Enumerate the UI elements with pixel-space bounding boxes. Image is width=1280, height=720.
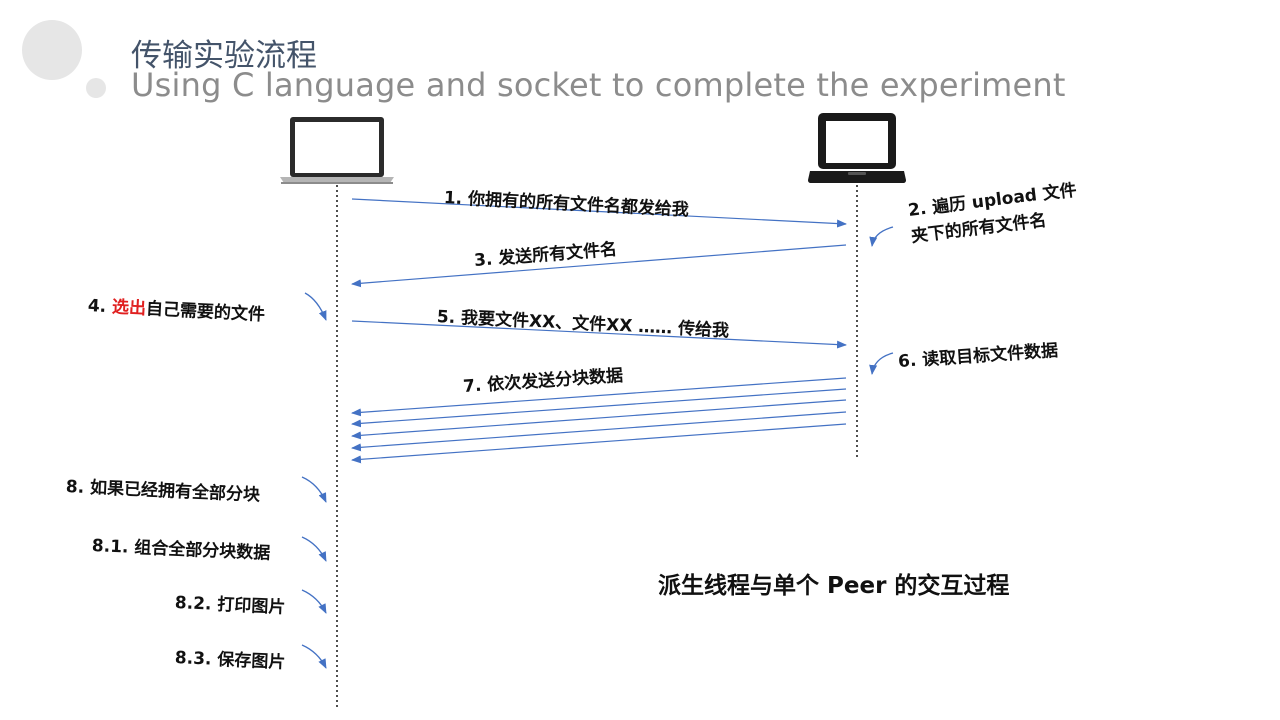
diagram-caption: 派生线程与单个 Peer 的交互过程 <box>658 573 1010 599</box>
page-subtitle: Using C language and socket to complete … <box>131 66 1066 104</box>
step-8-2-label: 8.2. 打印图片 <box>174 593 286 618</box>
arrow-step-7-e <box>351 423 847 464</box>
arrow-step-5 <box>351 320 847 349</box>
laptop-silver-icon <box>280 117 394 184</box>
curve-arrow-step-6 <box>869 352 894 375</box>
arrow-step-3 <box>351 244 847 288</box>
arrow-step-7-b <box>351 388 847 428</box>
decor-circle-large <box>22 20 82 80</box>
arrow-step-7-c <box>351 399 847 440</box>
decor-circle-small <box>86 78 106 98</box>
curve-arrow-step-8-3 <box>301 644 327 669</box>
arrow-step-7-d <box>351 411 847 452</box>
step-8-3-label: 8.3. 保存图片 <box>174 648 286 673</box>
curve-arrow-step-2 <box>869 226 894 247</box>
arrow-step-1 <box>351 198 847 228</box>
arrow-step-7-group <box>351 377 847 464</box>
curve-arrow-step-8-2 <box>301 589 327 614</box>
laptop-black-icon <box>808 113 906 183</box>
page-title: 传输实验流程 <box>131 38 317 74</box>
curve-arrow-step-8 <box>301 476 327 503</box>
curve-arrow-step-8-1 <box>301 536 327 562</box>
step-4-prefix: 4. <box>87 296 113 318</box>
step-4-highlight: 选出 <box>111 297 147 320</box>
arrow-step-7-a <box>351 377 847 417</box>
curve-arrow-step-4 <box>304 292 327 321</box>
